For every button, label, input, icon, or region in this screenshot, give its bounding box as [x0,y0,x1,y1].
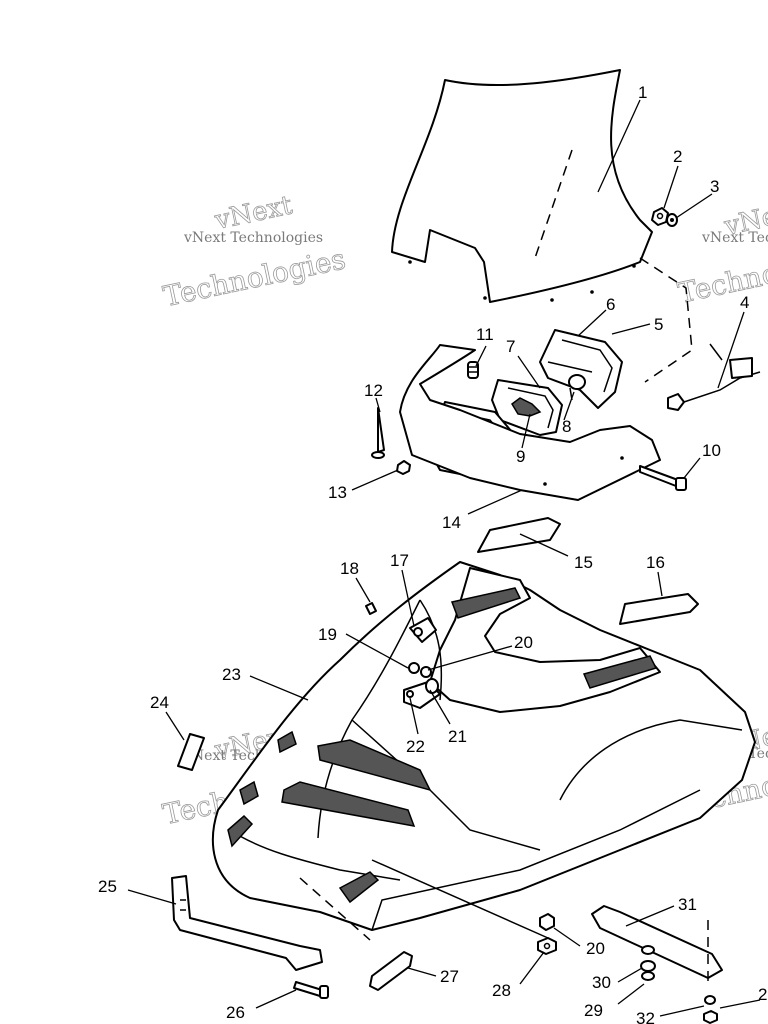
callout-8: 8 [562,417,571,436]
decal-24 [177,733,205,771]
callout-labels: 1 2 3 4 5 6 7 8 9 10 11 12 13 14 15 16 1… [98,83,767,1024]
watermark-company: Technologies [160,242,348,313]
guide-line [371,859,549,939]
callout-12: 12 [364,381,383,400]
headlight-pan-14 [399,344,661,501]
callout-4: 4 [740,293,749,312]
bolt-26 [293,981,329,999]
headlight-bulb-8 [568,374,586,401]
callout-17: 17 [390,551,409,570]
callout-20-lower: 20 [586,939,605,958]
callout-5: 5 [654,315,663,334]
watermark-full: vNext Technologies [183,230,323,246]
callout-14: 14 [442,513,461,532]
guide-line [299,877,371,941]
callout-28: 28 [492,981,511,1000]
windshield [391,69,693,383]
callout-25: 25 [98,877,117,896]
callout-22: 22 [406,737,425,756]
washer-3 [666,213,678,227]
callout-21: 21 [448,727,467,746]
headlight-bezel-7 [491,379,563,436]
callout-6: 6 [606,295,615,314]
callout-27: 27 [440,967,459,986]
callout-31: 31 [678,895,697,914]
watermark-top-right: vNext vNext Technologies Technologies [675,196,768,310]
callout-18: 18 [340,559,359,578]
callout-15: 15 [574,553,593,572]
headlight-harness-4 [667,343,761,411]
callout-13: 13 [328,483,347,502]
callout-20: 20 [514,633,533,652]
nut-20-28 [537,913,557,955]
callout-19: 19 [318,625,337,644]
callout-1: 1 [638,83,647,102]
callout-16: 16 [646,553,665,572]
callout-24: 24 [150,693,169,712]
decal-16 [619,593,699,625]
callout-10: 10 [702,441,721,460]
headlight-housing-5 [539,329,623,409]
decal-15 [477,517,561,553]
callout-29: 29 [584,1001,603,1020]
leader-lines [127,99,761,1017]
callout-7: 7 [506,337,515,356]
decal-27 [369,951,413,991]
callout-23: 23 [222,665,241,684]
watermark-company: Technologies [675,239,768,310]
callout-11: 11 [476,325,494,344]
watermark-top-left: vNext vNext Technologies Technologies [160,190,349,314]
nut-2 [651,207,669,226]
bracket-25 [171,875,323,971]
screw-12 [371,407,385,459]
callout-30: 30 [592,973,611,992]
callout-3: 3 [710,177,719,196]
watermark-full: vNext Technologies [701,230,768,246]
callout-32: 32 [636,1009,655,1024]
screw-10 [639,465,687,491]
callout-26: 26 [226,1003,245,1022]
washers-29-30 [640,945,718,1024]
bracket-31 [591,905,723,982]
callout-9: 9 [516,447,525,466]
hood-23 [212,561,756,931]
callout-2-lower: 2 [758,985,767,1004]
callout-2: 2 [673,147,682,166]
clip-13 [396,460,411,475]
grommet-11 [467,361,479,379]
hinge-hardware [365,602,441,709]
